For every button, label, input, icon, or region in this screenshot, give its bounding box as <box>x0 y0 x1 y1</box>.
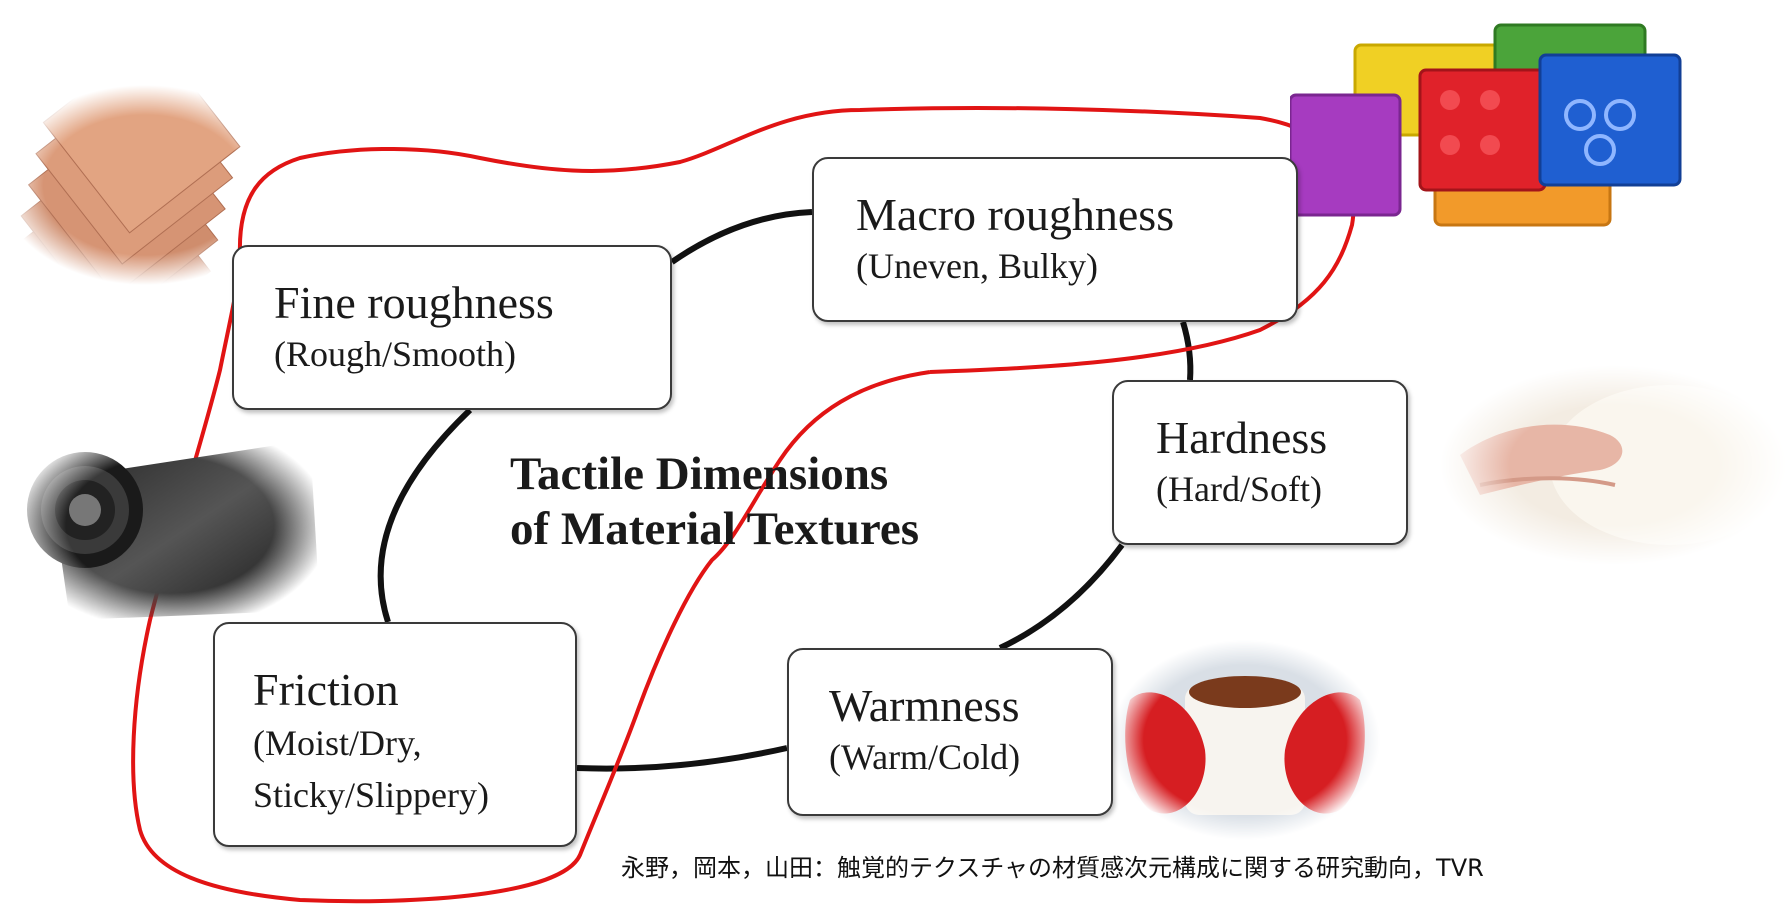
node-fine-roughness-subtitle: (Rough/Smooth) <box>274 333 517 374</box>
connector-fine-macro <box>670 209 813 265</box>
node-fine-roughness-title: Fine roughness <box>274 277 554 328</box>
lego-bricks-image <box>1290 23 1682 227</box>
connector-friction-fine <box>377 407 473 623</box>
node-macro-roughness: Macro roughness (Uneven, Bulky) <box>812 157 1298 322</box>
node-macro-roughness-subtitle: (Uneven, Bulky) <box>856 245 1098 286</box>
node-hardness-subtitle: (Hard/Soft) <box>1156 468 1322 509</box>
node-warmness-title: Warmness <box>829 680 1020 731</box>
node-warmness: Warmness (Warm/Cold) <box>787 648 1113 816</box>
connector-warmness-friction <box>576 745 788 772</box>
node-friction-title: Friction <box>253 664 399 715</box>
sandpaper-sheets-image <box>13 85 241 285</box>
center-title-line1: Tactile Dimensions <box>510 448 889 500</box>
node-fine-roughness: Fine roughness (Rough/Smooth) <box>232 245 672 410</box>
connector-hardness-warmness <box>998 543 1125 651</box>
node-hardness: Hardness (Hard/Soft) <box>1112 380 1408 545</box>
node-macro-roughness-title: Macro roughness <box>856 189 1175 240</box>
citation-text: 永野，岡本，山田：触覚的テクスチャの材質感次元構成に関する研究動向，TVR <box>621 854 1484 882</box>
annotation-outline-fine-macro <box>237 106 1356 374</box>
center-title: Tactile Dimensions of Material Textures <box>510 447 1110 558</box>
node-friction-subtitle-line2: Sticky/Slippery) <box>253 775 489 816</box>
node-hardness-title: Hardness <box>1156 412 1328 463</box>
connector-macro-hardness <box>1180 321 1194 381</box>
center-title-line2: of Material Textures <box>510 503 920 556</box>
hot-cup-mittens-image <box>1110 640 1380 840</box>
hand-on-fur-image <box>1440 365 1787 565</box>
node-friction: Friction (Moist/Dry, Sticky/Slippery) <box>213 622 577 847</box>
node-friction-subtitle-line1: (Moist/Dry, <box>253 722 422 763</box>
node-warmness-subtitle: (Warm/Cold) <box>829 736 1021 777</box>
rubber-roll-image <box>27 440 320 620</box>
